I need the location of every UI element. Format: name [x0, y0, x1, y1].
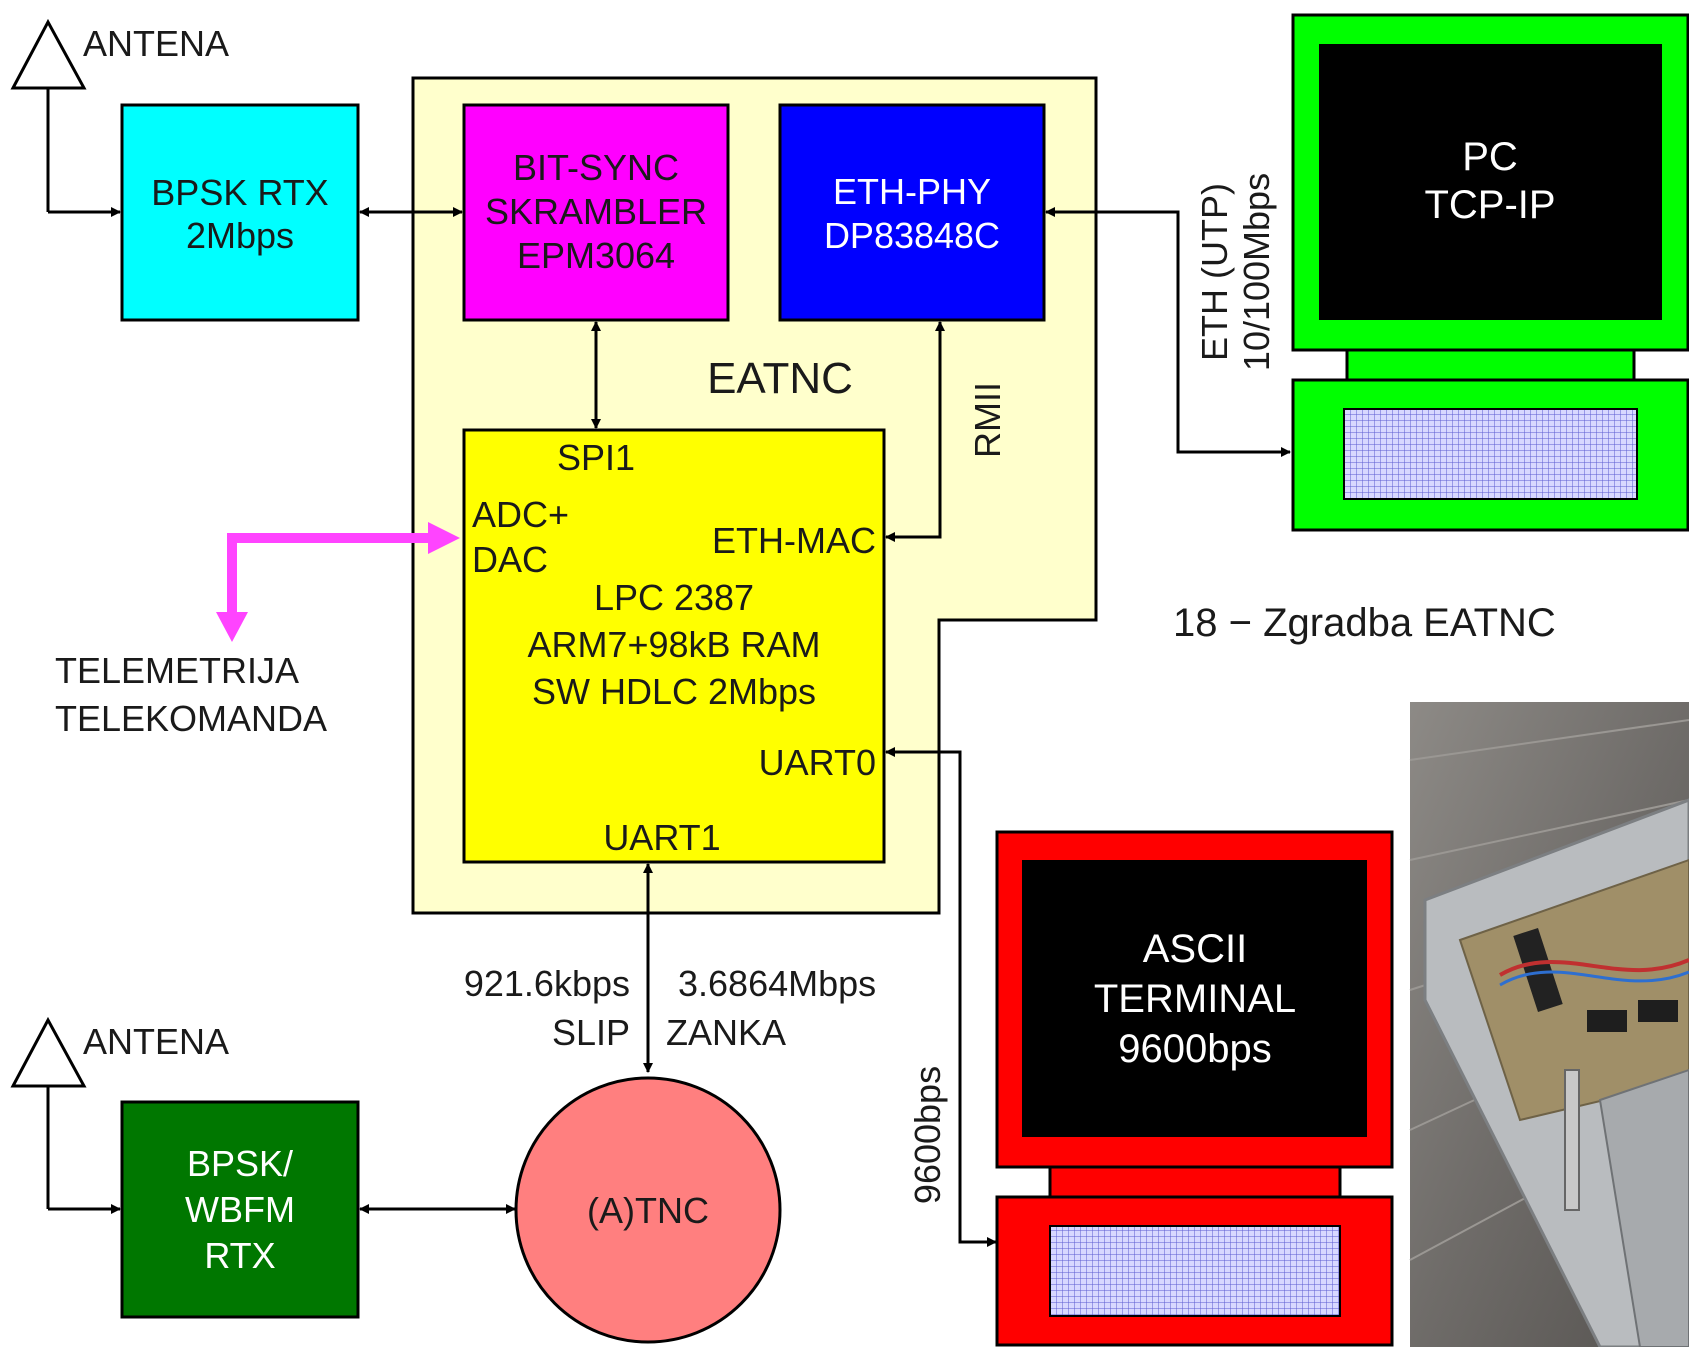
lpc-dac: DAC	[472, 539, 548, 580]
wbfm-line1: BPSK/	[187, 1143, 293, 1184]
lpc-line1: LPC 2387	[594, 577, 754, 618]
ethphy-block	[780, 105, 1044, 320]
figure-caption: 18 − Zgradba EATNC	[1173, 601, 1556, 645]
eth-link-line2: 10/100Mbps	[1236, 173, 1277, 371]
telemetry-line2: TELEKOMANDA	[55, 698, 327, 739]
antenna-top-label: ANTENA	[83, 23, 229, 64]
eth-link-line1: ETH (UTP)	[1194, 183, 1235, 361]
bpsk-rtx-line2: 2Mbps	[186, 215, 294, 256]
ethphy-line1: ETH-PHY	[833, 171, 991, 212]
eatnc-label: EATNC	[707, 354, 853, 403]
rmii-label: RMII	[967, 382, 1008, 458]
pc-computer-icon	[1293, 15, 1688, 530]
terminal-line1: ASCII	[1143, 927, 1247, 971]
lpc-ethmac: ETH-MAC	[712, 520, 876, 561]
lpc-spi1: SPI1	[557, 437, 635, 478]
bitsync-line3: EPM3064	[517, 235, 675, 276]
telemetry-line1: TELEMETRIJA	[55, 650, 299, 691]
pc-line2: TCP-IP	[1424, 183, 1555, 227]
wbfm-line3: RTX	[204, 1235, 275, 1276]
terminal-line3: 9600bps	[1118, 1027, 1271, 1071]
hardware-photo	[1410, 702, 1689, 1347]
uart1-left1: 921.6kbps	[464, 963, 630, 1004]
terminal-link-label: 9600bps	[907, 1066, 948, 1204]
atnc-label: (A)TNC	[587, 1190, 709, 1231]
lpc-uart1: UART1	[603, 817, 720, 858]
antenna-bottom-label: ANTENA	[83, 1021, 229, 1062]
lpc-line2: ARM7+98kB RAM	[527, 624, 820, 665]
bitsync-line2: SKRAMBLER	[485, 191, 707, 232]
wbfm-line2: WBFM	[185, 1189, 295, 1230]
ethphy-line2: DP83848C	[824, 215, 1000, 256]
uart1-right2: ZANKA	[666, 1012, 786, 1053]
antenna-top-icon	[13, 22, 84, 212]
terminal-line2: TERMINAL	[1094, 977, 1296, 1021]
pc-line1: PC	[1462, 135, 1518, 179]
terminal-computer-icon	[997, 832, 1392, 1345]
uart1-right1: 3.6864Mbps	[678, 963, 876, 1004]
antenna-bottom-icon	[13, 1020, 84, 1209]
lpc-adc: ADC+	[472, 494, 569, 535]
lpc-uart0: UART0	[759, 742, 876, 783]
bpsk-rtx-line1: BPSK RTX	[151, 172, 328, 213]
uart1-left2: SLIP	[552, 1012, 630, 1053]
lpc-line3: SW HDLC 2Mbps	[532, 671, 816, 712]
bitsync-line1: BIT-SYNC	[513, 147, 679, 188]
